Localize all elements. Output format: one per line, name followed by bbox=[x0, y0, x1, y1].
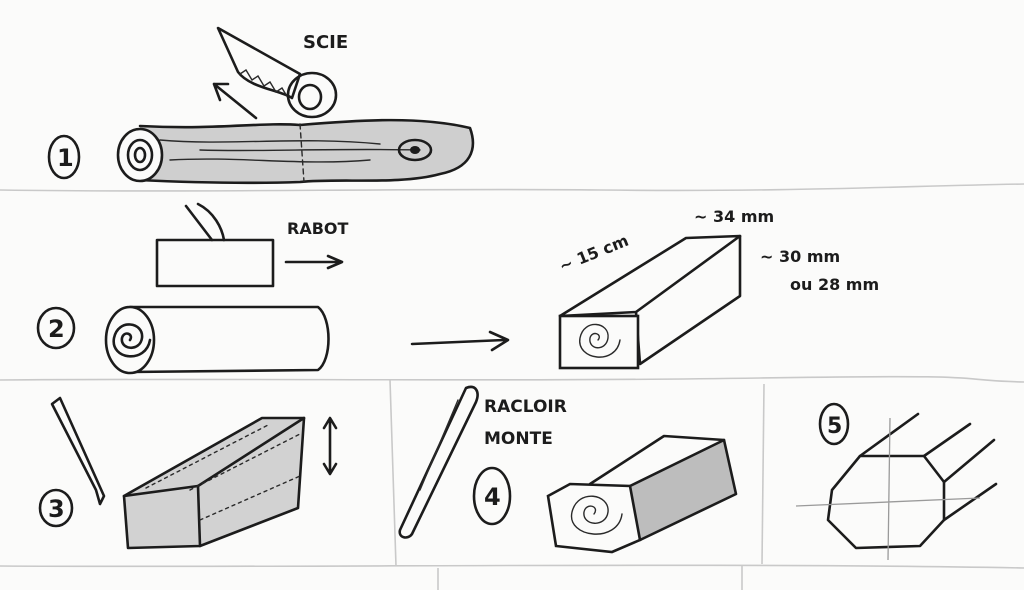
grid-lines bbox=[0, 183, 1024, 590]
octagon-blank-marked bbox=[122, 416, 338, 550]
octagon-stick-scraped bbox=[546, 434, 738, 554]
step-1-label: 1 bbox=[57, 144, 74, 172]
step-5-label: 5 bbox=[827, 414, 842, 439]
step-5-number: 5 bbox=[818, 402, 850, 446]
saw-label: SCIE bbox=[303, 32, 348, 53]
step-3-label: 3 bbox=[48, 495, 65, 523]
saw-icon bbox=[212, 26, 338, 120]
step-4-label: 4 bbox=[484, 483, 501, 511]
step-2-number: 2 bbox=[36, 306, 76, 350]
octagon-stick-final bbox=[795, 412, 998, 561]
round-stick bbox=[104, 305, 330, 375]
dimension-labels: ~ 15 cm ~ 34 mm ~ 30 mm ou 28 mm bbox=[556, 207, 879, 294]
square-blank bbox=[558, 234, 742, 370]
branch-log bbox=[116, 118, 475, 185]
plane-label: RABOT bbox=[287, 219, 349, 238]
plane-arrow bbox=[284, 254, 344, 270]
dim-height-2: ou 28 mm bbox=[790, 275, 879, 294]
scraper-label-1: RACLOIR bbox=[484, 397, 567, 417]
step-3-number: 3 bbox=[38, 488, 74, 528]
result-arrow bbox=[410, 330, 510, 352]
dim-length: ~ 34 mm bbox=[694, 207, 774, 226]
step-4-number: 4 bbox=[472, 466, 512, 526]
scraper-icon bbox=[398, 385, 479, 539]
step-1-number: 1 bbox=[47, 134, 81, 180]
scraper-label-2: MONTE bbox=[484, 429, 553, 449]
dim-height-1: ~ 30 mm bbox=[760, 247, 840, 266]
dim-width: ~ 15 cm bbox=[556, 231, 631, 276]
plane-tool-icon bbox=[155, 202, 275, 288]
pencil-icon bbox=[50, 396, 106, 506]
step-2-label: 2 bbox=[48, 315, 65, 343]
